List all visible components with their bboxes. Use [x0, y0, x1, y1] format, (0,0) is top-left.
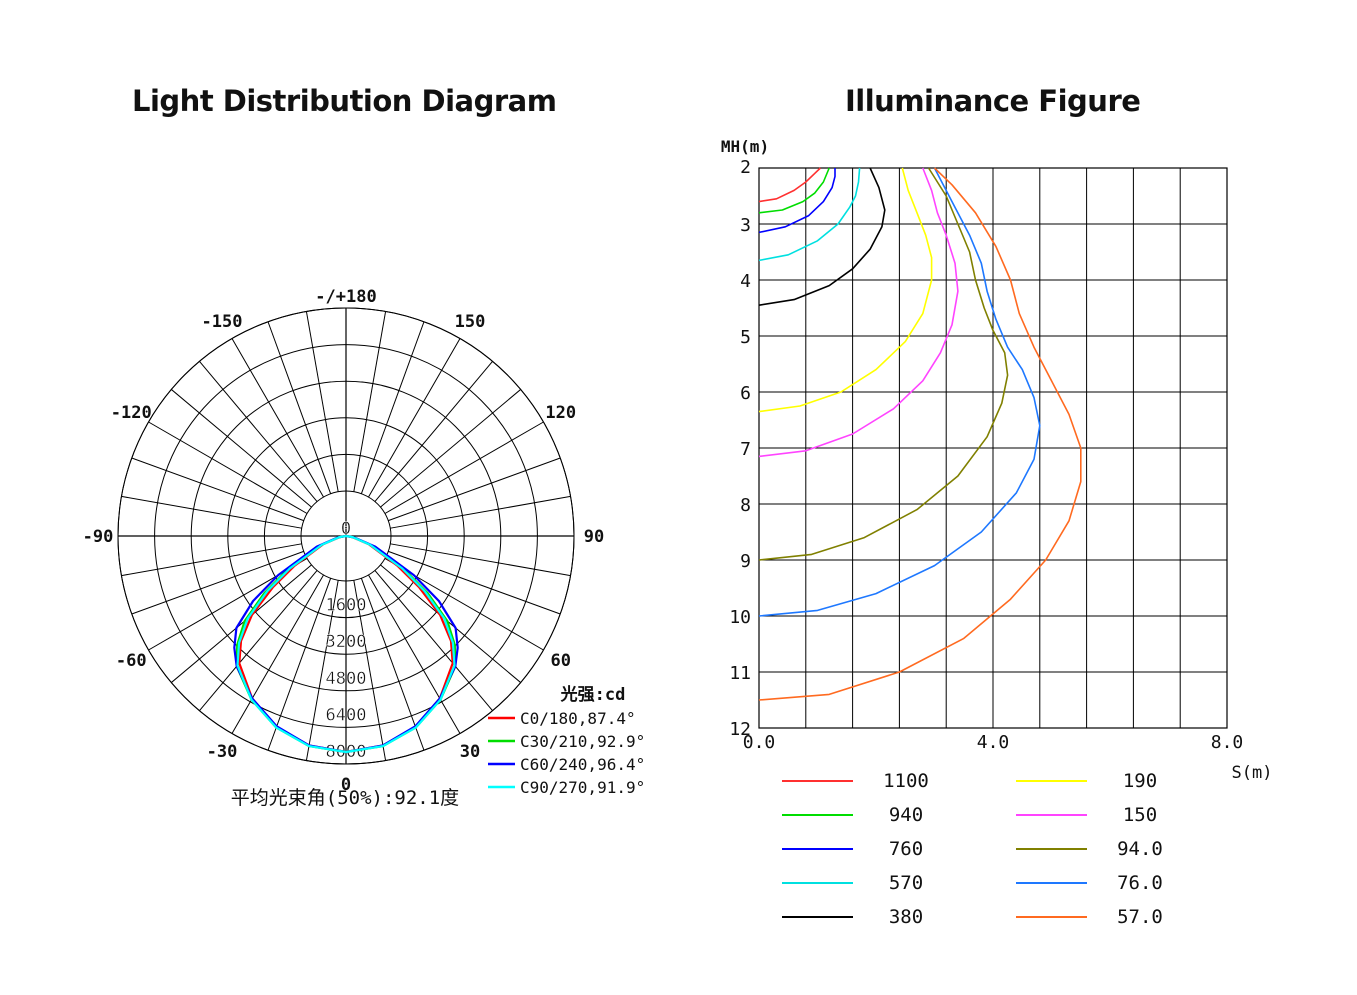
iso-contour-line	[758, 167, 1009, 561]
iso-contour-line	[758, 167, 886, 306]
iso-legend-label: 760	[889, 838, 923, 860]
iso-y-tick-label: 4	[740, 271, 751, 292]
polar-spoke	[148, 421, 308, 514]
iso-y-tick-label: 9	[740, 551, 751, 572]
polar-angle-label: -150	[202, 312, 243, 332]
polar-spoke	[384, 421, 544, 514]
polar-spoke	[368, 574, 461, 734]
iso-x-tick-label: 4.0	[977, 732, 1010, 753]
iso-y-tick-label: 7	[740, 439, 751, 460]
polar-angle-label: -90	[83, 527, 114, 547]
polar-spoke	[390, 495, 571, 529]
polar-legend-label: C0/180,87.4°	[520, 709, 636, 728]
polar-spoke	[171, 564, 312, 683]
illuminance-chart: MH(m)2 3 4 5 6 7 8 9 10 11 120.0 4.0 8.0S(m) 1100 940 7…	[721, 137, 1273, 928]
iso-y-tick-label: 12	[729, 719, 751, 740]
iso-legend-label: 1100	[883, 770, 929, 792]
iso-legend-label: 940	[889, 804, 923, 826]
beam-angle-text: 平均光束角(50%):92.1度	[231, 787, 459, 809]
iso-x-axis-label: S(m)	[1232, 763, 1273, 783]
iso-contour-line	[758, 167, 821, 203]
iso-legend-label: 76.0	[1117, 872, 1163, 894]
iso-contour-line	[758, 167, 959, 458]
iso-y-tick-label: 3	[740, 215, 751, 236]
iso-x-tick-label: 8.0	[1211, 732, 1244, 753]
polar-angle-label: 30	[460, 742, 480, 762]
polar-spoke	[231, 574, 324, 734]
iso-y-axis-label: MH(m)	[721, 137, 769, 156]
iso-legend-label: 150	[1123, 804, 1157, 826]
iso-y-tick-label: 6	[740, 383, 751, 404]
polar-angle-label: 120	[545, 403, 576, 423]
polar-angle-label: 60	[551, 651, 571, 671]
iso-y-tick-label: 8	[740, 495, 751, 516]
polar-angle-label: -120	[111, 403, 152, 423]
polar-chart: -/+180 150 120 90 60 30 0 -30 -60 -90 -120 -150 0 160…	[83, 287, 646, 809]
polar-spoke	[121, 495, 302, 529]
polar-angle-label: 0	[341, 775, 351, 795]
polar-angle-label: 150	[455, 312, 486, 332]
iso-y-tick-label: 5	[740, 327, 751, 348]
polar-spoke	[374, 570, 493, 711]
polar-spoke	[388, 550, 561, 615]
iso-y-tick-label: 11	[729, 663, 751, 684]
polar-unit-label: 光强:cd	[560, 684, 626, 705]
polar-spoke	[380, 564, 521, 683]
polar-spoke	[380, 389, 521, 508]
polar-spoke	[374, 361, 493, 502]
polar-spoke	[131, 550, 304, 615]
iso-legend-label: 190	[1123, 770, 1157, 792]
polar-spoke	[353, 311, 387, 492]
light-distribution-title: Light Distribution Diagram	[132, 84, 557, 118]
polar-angle-label: -30	[207, 742, 238, 762]
iso-legend-label: 380	[889, 906, 923, 928]
polar-legend-label: C90/270,91.9°	[520, 778, 645, 797]
polar-legend-label: C30/210,92.9°	[520, 732, 645, 751]
polar-radial-label: 1600	[326, 596, 367, 616]
illuminance-figure-title: Illuminance Figure	[845, 84, 1141, 118]
polar-radial-label: 6400	[326, 705, 367, 725]
polar-spoke	[199, 361, 318, 502]
polar-legend-label: C60/240,96.4°	[520, 755, 645, 774]
polar-spoke	[121, 543, 302, 577]
polar-spoke	[368, 338, 461, 498]
iso-legend-label: 570	[889, 872, 923, 894]
polar-radial-label: 4800	[326, 669, 367, 689]
polar-spoke	[360, 321, 425, 494]
iso-contour-line	[758, 167, 861, 262]
polar-spoke	[267, 321, 332, 494]
polar-spoke	[199, 570, 318, 711]
polar-spoke	[360, 578, 425, 751]
iso-x-tick-label: 0.0	[743, 732, 776, 753]
iso-contour-line	[758, 168, 836, 234]
polar-spoke	[131, 457, 304, 522]
iso-y-tick-label: 2	[740, 157, 751, 178]
polar-spoke	[267, 578, 332, 751]
polar-angle-label: 90	[584, 527, 604, 547]
polar-radial-label: 3200	[326, 632, 367, 652]
polar-spoke	[231, 338, 324, 498]
iso-contour-line	[758, 167, 1082, 701]
iso-legend-label: 94.0	[1117, 838, 1163, 860]
polar-angle-label: -60	[116, 651, 147, 671]
polar-radial-label: 0	[341, 519, 351, 539]
polar-spoke	[305, 311, 339, 492]
iso-contour-line	[758, 167, 830, 214]
polar-spoke	[171, 389, 312, 508]
iso-contour-line	[758, 167, 1041, 617]
polar-spoke	[353, 580, 387, 761]
polar-angle-label: -/+180	[315, 287, 376, 307]
polar-spoke	[305, 580, 339, 761]
polar-spoke	[390, 543, 571, 577]
polar-series-curve	[236, 534, 456, 754]
iso-y-tick-label: 10	[729, 607, 751, 628]
iso-legend-label: 57.0	[1117, 906, 1163, 928]
iso-contour-line	[758, 167, 933, 413]
polar-spoke	[388, 457, 561, 522]
